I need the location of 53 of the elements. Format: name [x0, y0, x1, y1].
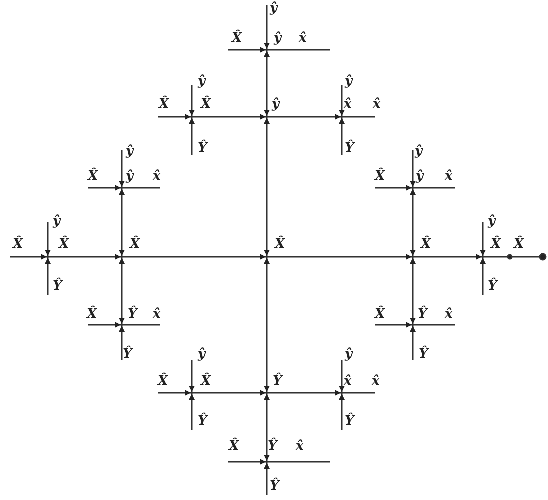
axis-label: Ŷ [53, 279, 62, 294]
axis-label: X̂ [375, 169, 386, 184]
axis-label: X̂ [159, 97, 170, 112]
axis-label: X̂ [232, 31, 242, 46]
axis-label: X̂ [375, 307, 386, 322]
axis-label: X̂ [514, 237, 524, 252]
axis-label: X̂ [201, 374, 212, 389]
axis-label: ŷ [272, 97, 280, 112]
axis-label: ŷ [345, 74, 353, 89]
axis-label: x̂ [296, 439, 304, 454]
axis-label: x̂ [445, 169, 453, 184]
axis-label: x̂ [373, 97, 381, 112]
axis-label: ŷ [415, 144, 423, 159]
axis-label: ŷ [198, 74, 206, 89]
axis-label: x̂ [153, 307, 161, 322]
axis-label: x̂ [153, 169, 161, 184]
axis-label: Ŷ [345, 141, 354, 156]
axis-label: ŷ [126, 169, 134, 184]
axis-label: Ŷ [268, 439, 278, 454]
axis-label: Ŷ [418, 307, 428, 322]
axis-label: x̂ [372, 374, 380, 389]
axis-label: X̂ [130, 237, 140, 252]
axis-label: Ŷ [198, 414, 208, 429]
axis-label: X̂ [491, 237, 502, 252]
axis-label: x̂ [344, 97, 352, 112]
axis-label: ŷ [488, 214, 496, 229]
axis-label: Ŷ [419, 347, 428, 362]
axis-label: X̂ [275, 237, 286, 252]
axis-label: X̂ [88, 169, 98, 184]
axis-label: ŷ [270, 1, 278, 16]
axis-label: ŷ [126, 144, 134, 159]
axis-label: Ŷ [488, 279, 498, 294]
axis-label: X̂ [13, 237, 24, 252]
axis-label: X̂ [158, 374, 168, 389]
axis-label: x̂ [344, 374, 352, 389]
axis-label: ŷ [198, 347, 206, 362]
axis-label: ŷ [53, 214, 61, 229]
axis-label: ŷ [345, 347, 353, 362]
axis-label: X̂ [229, 439, 240, 454]
axis-label: ŷ [416, 169, 424, 184]
axis-label: X̂ [421, 237, 432, 252]
axis-label: x̂ [299, 31, 307, 46]
axis-label: ŷ [274, 31, 282, 46]
axis-label: X̂ [87, 307, 98, 322]
axis-label: Ŷ [198, 141, 208, 156]
axis-label: Ŷ [345, 414, 354, 429]
axis-label: Ŷ [123, 347, 132, 362]
axis-label: x̂ [445, 307, 453, 322]
axis-label: Ŷ [273, 374, 282, 389]
axis-label: Ŷ [128, 307, 138, 322]
axis-label: Ŷ [270, 479, 280, 494]
axis-label: X̂ [59, 237, 70, 252]
axis-label: X̂ [201, 97, 212, 112]
